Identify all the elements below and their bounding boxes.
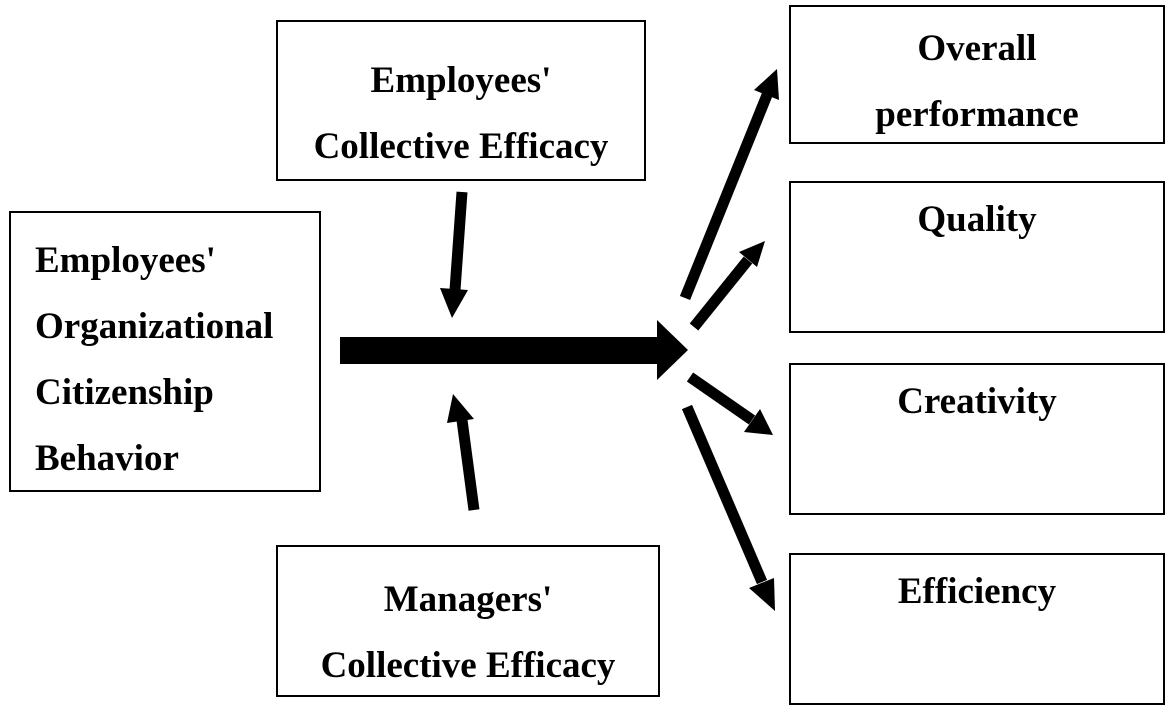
node-managers-collective-efficacy: Managers' Collective Efficacy [276, 545, 660, 697]
node-employees-ocb: Employees' Organizational Citizenship Be… [9, 211, 321, 492]
arrow-to-overall-shaft [679, 92, 773, 301]
node-label-line: Behavior [35, 438, 179, 479]
arrow-to-overall-head [754, 69, 779, 100]
node-label: Quality [917, 199, 1037, 240]
arrow-to-quality-shaft [689, 256, 753, 331]
node-label-line: Overall [917, 28, 1037, 69]
main-arrow [340, 320, 688, 380]
arrow-to-creativity-head [744, 409, 773, 435]
node-label-line: performance [875, 94, 1079, 135]
moderator-arrow-employees-head [440, 288, 468, 318]
node-label-line: Citizenship [35, 372, 214, 413]
node-label-line: Collective Efficacy [320, 645, 616, 686]
node-overall-performance: Overall performance [789, 5, 1165, 144]
node-label: Efficiency [897, 571, 1057, 612]
moderator-arrow-employees-shaft [449, 191, 468, 291]
node-label-line: Managers' [383, 579, 553, 620]
node-quality: Quality [789, 181, 1165, 333]
node-efficiency: Efficiency [789, 553, 1165, 705]
node-label-line: Employees' [370, 60, 552, 101]
arrow-to-efficiency-shaft [681, 404, 768, 585]
moderator-arrow-managers-shaft [456, 419, 480, 511]
node-label-line: Employees' [35, 240, 216, 281]
node-label-line: Collective Efficacy [313, 126, 609, 167]
node-label: Creativity [897, 381, 1057, 422]
node-label-line: Organizational [35, 306, 274, 347]
arrow-to-efficiency-head [749, 578, 775, 611]
moderator-arrow-managers-head [447, 394, 474, 423]
node-employees-collective-efficacy: Employees' Collective Efficacy [276, 20, 646, 181]
node-creativity: Creativity [789, 363, 1165, 515]
arrow-to-quality-head [739, 241, 765, 267]
arrow-to-creativity-shaft [686, 372, 756, 425]
